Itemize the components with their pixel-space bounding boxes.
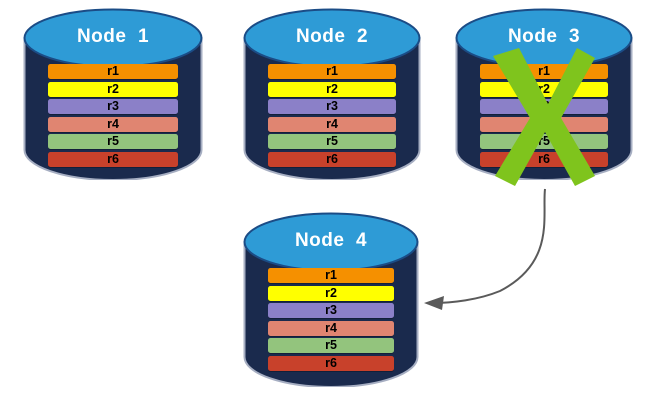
node-2-row-r3[interactable]: r3 bbox=[268, 99, 396, 114]
node-1-row-r1[interactable]: r1 bbox=[48, 64, 178, 79]
node-2-row-r2[interactable]: r2 bbox=[268, 81, 396, 97]
node-3-row-r3[interactable]: r3 bbox=[480, 99, 608, 114]
node-4-row-r1[interactable]: r1 bbox=[268, 268, 394, 283]
node-1-row-r2[interactable]: r2 bbox=[48, 81, 178, 97]
node-4-row-r6[interactable]: r6 bbox=[268, 355, 394, 371]
node-3-row-r6[interactable]: r6 bbox=[480, 151, 608, 167]
node-1[interactable]: Node 1 r1 r2 r3 r4 r5 r6 bbox=[23, 8, 203, 180]
node-2[interactable]: Node 2 r1 r2 r3 r4 r5 r6 bbox=[243, 8, 421, 180]
node-4-row-r3[interactable]: r3 bbox=[268, 303, 394, 318]
node-3-row-r1[interactable]: r1 bbox=[480, 64, 608, 79]
node-4-row-r2[interactable]: r2 bbox=[268, 285, 394, 301]
node-3-rows: r1 r2 r3 r4 r5 r6 bbox=[455, 64, 633, 167]
node-1-row-r5[interactable]: r5 bbox=[48, 134, 178, 149]
node-3-row-r2[interactable]: r2 bbox=[480, 81, 608, 97]
node-2-row-r4[interactable]: r4 bbox=[268, 116, 396, 132]
node-3[interactable]: Node 3 r1 r2 r3 r4 r5 r6 bbox=[455, 8, 633, 180]
node-3-row-r4[interactable]: r4 bbox=[480, 116, 608, 132]
node-2-rows: r1 r2 r3 r4 r5 r6 bbox=[243, 64, 421, 167]
node-3-row-r5[interactable]: r5 bbox=[480, 134, 608, 149]
node-2-row-r1[interactable]: r1 bbox=[268, 64, 396, 79]
node-4-rows: r1 r2 r3 r4 r5 r6 bbox=[243, 268, 419, 371]
node-2-row-r5[interactable]: r5 bbox=[268, 134, 396, 149]
node-4-row-r4[interactable]: r4 bbox=[268, 320, 394, 336]
node-2-row-r6[interactable]: r6 bbox=[268, 151, 396, 167]
node-4[interactable]: Node 4 r1 r2 r3 r4 r5 r6 bbox=[243, 212, 419, 387]
node-1-row-r3[interactable]: r3 bbox=[48, 99, 178, 114]
node-1-row-r4[interactable]: r4 bbox=[48, 116, 178, 132]
node-1-row-r6[interactable]: r6 bbox=[48, 151, 178, 167]
node-1-rows: r1 r2 r3 r4 r5 r6 bbox=[23, 64, 203, 167]
node-4-row-r5[interactable]: r5 bbox=[268, 338, 394, 353]
